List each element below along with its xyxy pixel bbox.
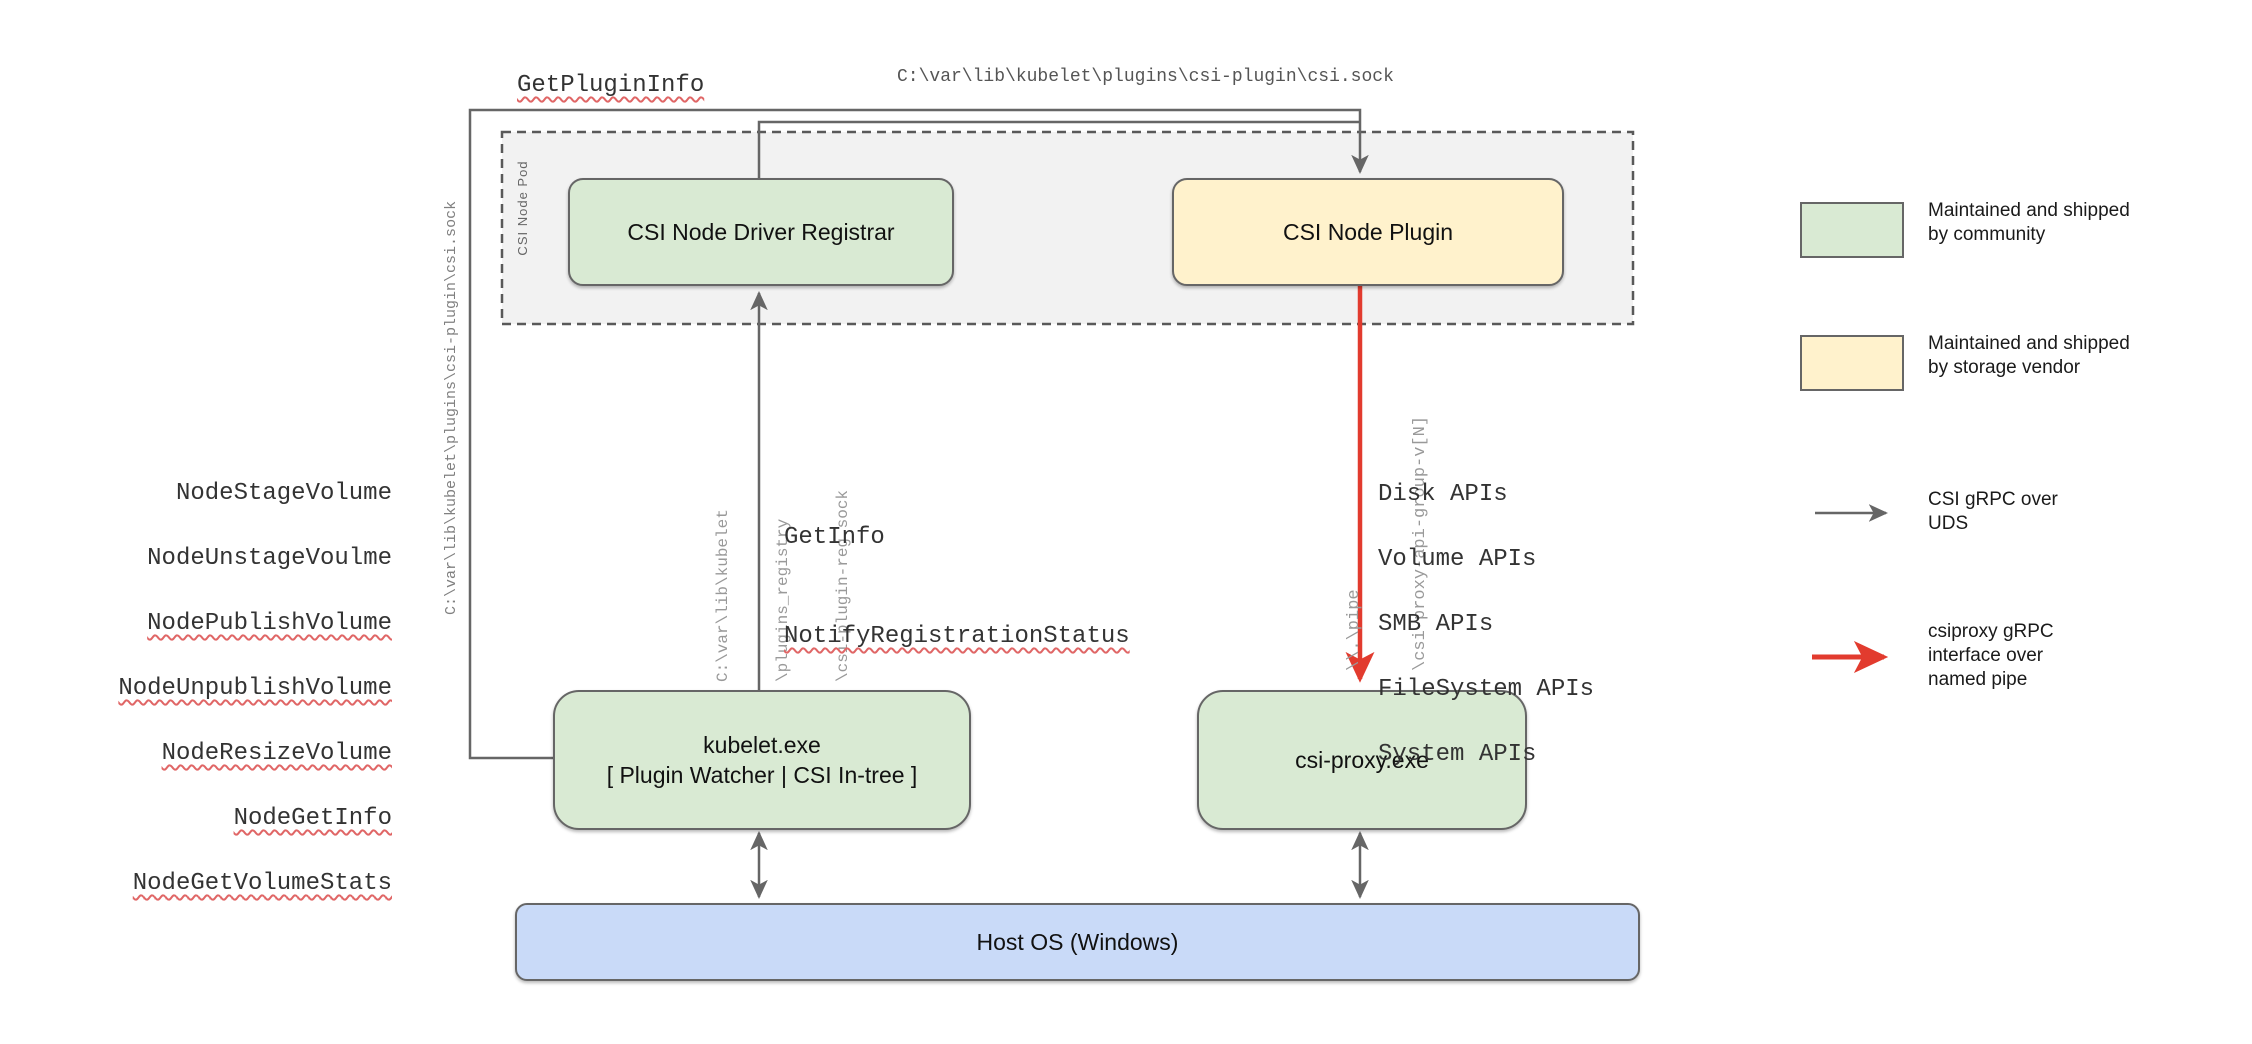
csi-proxy-box: csi-proxy.exe: [1197, 690, 1527, 830]
csi-node-driver-registrar-box: CSI Node Driver Registrar: [568, 178, 954, 286]
legend-community-text: Maintained and shipped by community: [1928, 199, 2130, 247]
proxy-api-item: FileSystem APIs: [1378, 676, 1595, 703]
node-api-item: NodeResizeVolume: [161, 740, 392, 767]
legend-pipe-line: csiproxy gRPC: [1928, 621, 2054, 642]
legend-uds-line: UDS: [1928, 513, 1969, 534]
proxy-api-item: SMB APIs: [1378, 611, 1494, 638]
node-api-list: NodeStageVolume NodeUnstageVoulme NodePu…: [60, 443, 392, 934]
legend-pipe-line: interface over: [1928, 645, 2044, 666]
named-pipe-path-label: \\.\pipe \csi-proxy-api-group-v[N]: [1300, 411, 1430, 671]
registration-calls: GetInfo NotifyRegistrationStatus: [784, 455, 1130, 719]
node-api-item: NodePublishVolume: [147, 610, 392, 637]
node-api-item: NodeGetInfo: [233, 805, 392, 832]
csi-proxy-label: csi-proxy.exe: [1295, 747, 1429, 773]
csi-node-pod-label: CSI Node Pod: [515, 160, 530, 256]
csi-node-driver-registrar-label: CSI Node Driver Registrar: [627, 219, 895, 245]
kubelet-label-line1: kubelet.exe: [703, 732, 821, 758]
wire-registrar-to-plugin: [757, 120, 1360, 178]
legend-vendor-text: Maintained and shipped by storage vendor: [1928, 332, 2130, 380]
legend-pipe-text: csiproxy gRPC interface over named pipe: [1928, 620, 2054, 692]
node-api-item: NodeUnstageVoulme: [147, 545, 392, 572]
legend-uds-text: CSI gRPC over UDS: [1928, 488, 2058, 536]
registry-sock-path-line: C:\var\lib\kubelet: [714, 509, 732, 682]
get-plugin-info-label: GetPluginInfo: [517, 72, 705, 99]
legend-vendor-line: Maintained and shipped: [1928, 333, 2130, 354]
node-api-item: NodeGetVolumeStats: [132, 870, 392, 897]
wire-kubelet-to-plugin: [468, 108, 1369, 760]
kubelet-box: kubelet.exe [ Plugin Watcher | CSI In-tr…: [553, 690, 971, 830]
named-pipe-path-line: \\.\pipe: [1345, 589, 1364, 671]
legend-swatch-community: [1800, 202, 1904, 258]
get-info-label: GetInfo: [784, 524, 885, 551]
legend-pipe-line: named pipe: [1928, 669, 2028, 690]
legend-community-line: by community: [1928, 224, 2046, 245]
host-os-box: Host OS (Windows): [515, 903, 1640, 981]
legend-uds-line: CSI gRPC over: [1928, 489, 2058, 510]
host-os-label: Host OS (Windows): [976, 929, 1179, 955]
legend-vendor-line: by storage vendor: [1928, 357, 2081, 378]
proxy-api-item: Volume APIs: [1378, 546, 1537, 573]
registry-sock-path-label: C:\var\lib\kubelet \plugins_registry \cs…: [673, 472, 852, 682]
csi-sock-path-top-label: C:\var\lib\kubelet\plugins\csi-plugin\cs…: [897, 67, 1394, 87]
node-api-item: NodeStageVolume: [175, 480, 392, 507]
csi-node-plugin-label: CSI Node Plugin: [1282, 219, 1454, 245]
proxy-api-list: Disk APIs Volume APIs SMB APIs FileSyste…: [1378, 444, 1594, 805]
csi-node-plugin-box: CSI Node Plugin: [1172, 178, 1564, 286]
node-api-item: NodeUnpublishVolume: [118, 675, 392, 702]
csi-sock-path-left-label: C:\var\lib\kubelet\plugins\csi-plugin\cs…: [443, 200, 460, 615]
notify-registration-status-label: NotifyRegistrationStatus: [784, 623, 1130, 650]
legend-swatch-vendor: [1800, 335, 1904, 391]
proxy-api-item: System APIs: [1378, 741, 1537, 768]
proxy-api-item: Disk APIs: [1378, 481, 1508, 508]
legend-community-line: Maintained and shipped: [1928, 200, 2130, 221]
kubelet-label-line2: [ Plugin Watcher | CSI In-tree ]: [606, 762, 918, 788]
